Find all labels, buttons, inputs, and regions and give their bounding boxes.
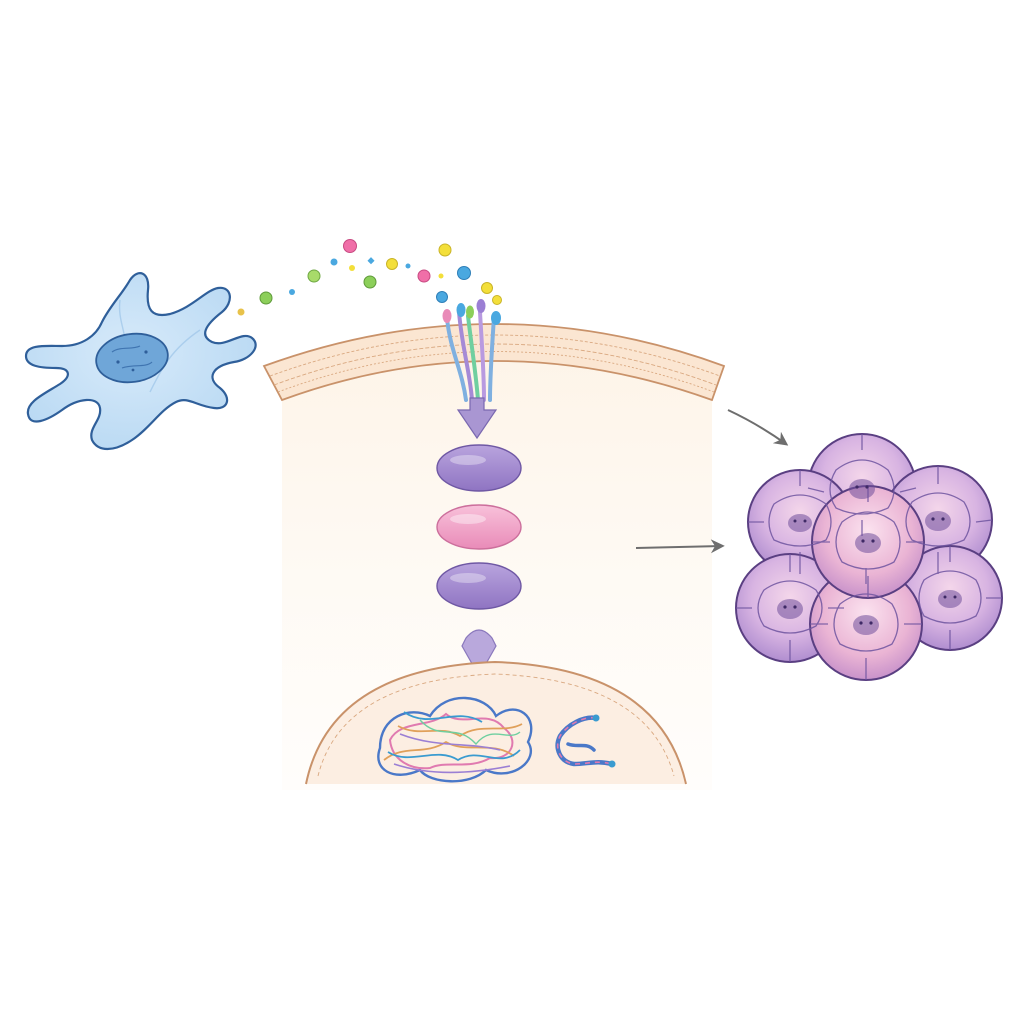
signal-cascade-icon [436, 397, 522, 678]
cascade-protein-2 [436, 504, 522, 550]
chromosome-fragment [555, 714, 616, 768]
nuclear-envelope [305, 660, 687, 785]
cell-cluster-icon [735, 433, 1003, 681]
chromatin-icon [377, 696, 616, 783]
signal-molecules [237, 239, 502, 316]
plasma-membrane [262, 323, 726, 402]
arrow-upper [727, 409, 789, 446]
membrane-receptor-icon [442, 299, 501, 402]
secreting-cell [24, 272, 257, 451]
cell-nucleus [95, 332, 169, 384]
cascade-protein-1 [436, 444, 522, 492]
cascade-protein-3 [436, 562, 522, 610]
output-arrows [635, 409, 789, 554]
target-nucleus [305, 660, 687, 785]
arrow-lower [635, 539, 725, 554]
cascade-arrow-top [456, 397, 498, 440]
